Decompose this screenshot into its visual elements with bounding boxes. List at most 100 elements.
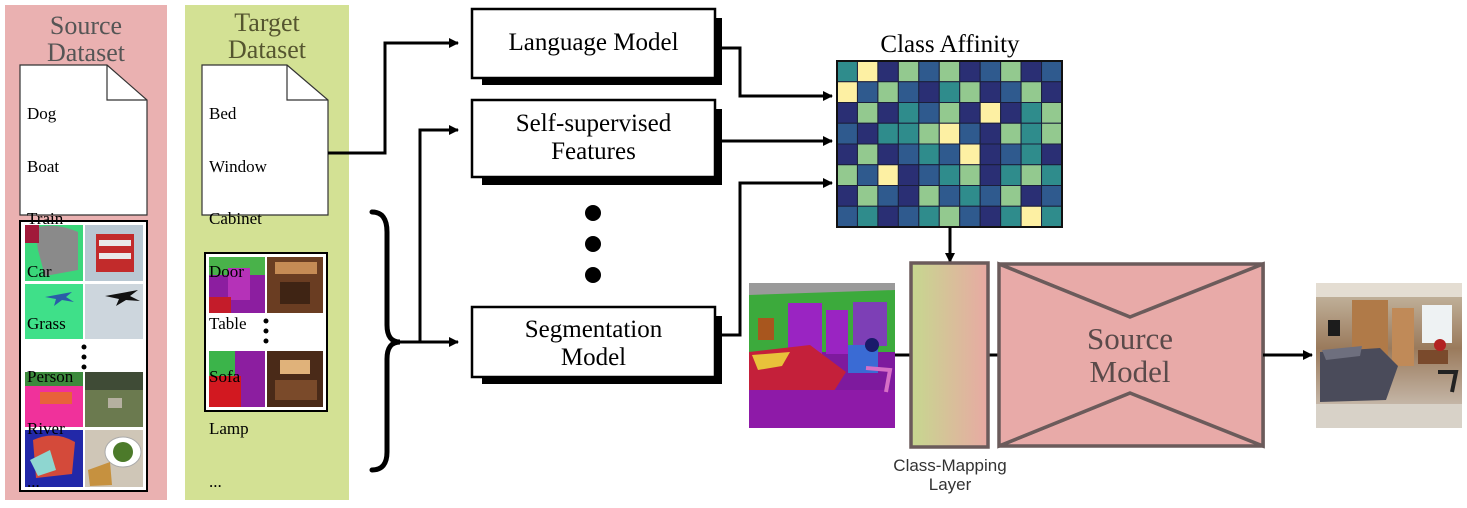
arrow-language-to-affinity <box>722 46 833 101</box>
affinity-cell <box>836 102 858 124</box>
segmentation-label: Segmentation Model <box>472 316 715 372</box>
ellipsis-dot <box>585 205 601 221</box>
affinity-cell <box>856 164 879 186</box>
affinity-cell <box>1000 102 1022 124</box>
affinity-cell <box>877 122 899 145</box>
affinity-cell <box>836 185 858 207</box>
segmentation-box <box>470 305 717 379</box>
affinity-cell <box>856 143 879 166</box>
affinity-cell <box>938 102 961 124</box>
affinity-cell <box>918 205 940 228</box>
affinity-cell <box>918 122 940 145</box>
source-class-item: Train <box>27 209 64 228</box>
affinity-cell <box>1041 185 1063 207</box>
affinity-cell <box>897 60 920 83</box>
affinity-cell <box>938 185 961 207</box>
affinity-cell <box>938 143 961 166</box>
affinity-cell <box>836 122 858 145</box>
class-affinity-matrix <box>836 60 1063 228</box>
target-class-item: Window <box>209 156 267 176</box>
source-class-item: Dog <box>27 104 57 123</box>
affinity-cell <box>877 102 899 124</box>
affinity-cell <box>1000 122 1022 145</box>
target-title-line: Dataset <box>228 35 306 64</box>
affinity-cell <box>959 143 981 166</box>
affinity-cell <box>959 102 981 124</box>
affinity-cell <box>877 205 899 228</box>
affinity-cell <box>877 81 899 103</box>
affinity-cell <box>1000 205 1022 228</box>
target-image-mosaic <box>204 252 328 412</box>
language-model-label-line: Language Model <box>508 29 679 56</box>
affinity-cell <box>897 122 920 145</box>
affinity-cell <box>1041 164 1063 186</box>
target-class-list-document <box>201 64 329 216</box>
affinity-cell <box>1000 60 1022 83</box>
affinity-cell <box>938 81 961 103</box>
source-class-list-document <box>19 64 148 216</box>
source-class-item: ... <box>27 471 40 491</box>
source-class-list: Dog Boat Train Car Grass Person River ..… <box>27 70 73 508</box>
source-class-item: River <box>27 419 65 438</box>
affinity-cell <box>836 143 858 166</box>
affinity-cell <box>836 205 858 228</box>
class-mapping-caption-line: Class-Mapping <box>893 456 1007 475</box>
class-mapping-caption-line: Layer <box>928 475 972 494</box>
affinity-cell <box>1041 81 1063 103</box>
affinity-cell <box>1020 164 1043 186</box>
affinity-cell <box>1020 143 1043 166</box>
affinity-cell <box>1041 205 1063 228</box>
target-class-item: Bed <box>209 104 237 123</box>
target-class-list: Bed Window Cabinet Door Table Sofa Lamp … <box>209 70 267 508</box>
segmentation-label-line: Model <box>560 344 627 371</box>
segmentation-output-image <box>749 283 895 428</box>
ellipsis-dot <box>585 267 601 283</box>
source-model-shape-outline <box>997 261 1265 449</box>
affinity-cell <box>1020 205 1043 228</box>
source-dataset-title: Source Dataset <box>5 12 167 66</box>
affinity-cell <box>877 164 899 186</box>
arrow-segmentation-to-affinity <box>722 178 833 337</box>
source-title-line: Dataset <box>47 38 125 67</box>
affinity-cell <box>979 143 1002 166</box>
affinity-cell <box>836 164 858 186</box>
affinity-cell <box>856 60 879 83</box>
source-class-item: Boat <box>27 156 60 176</box>
source-class-item: Person <box>27 366 74 386</box>
affinity-cell <box>1041 143 1063 166</box>
affinity-cell <box>1041 102 1063 124</box>
affinity-cell <box>1041 60 1063 83</box>
affinity-cell <box>856 102 879 124</box>
affinity-cell <box>979 102 1002 124</box>
affinity-cell <box>856 205 879 228</box>
output-bedroom-image <box>1316 283 1462 428</box>
target-title-line: Target <box>234 8 300 37</box>
affinity-cell <box>979 122 1002 145</box>
curly-brace <box>369 209 401 473</box>
affinity-cell <box>877 185 899 207</box>
affinity-cell <box>897 164 920 186</box>
self-supervised-label-line: Features <box>551 138 636 165</box>
target-class-item: Sofa <box>209 366 241 386</box>
affinity-cell <box>856 185 879 207</box>
ellipsis-dot <box>585 236 601 252</box>
affinity-cell <box>1000 81 1022 103</box>
affinity-cell <box>979 205 1002 228</box>
target-class-item: Table <box>209 314 247 333</box>
affinity-cell <box>938 164 961 186</box>
self-supervised-label: Self-supervised Features <box>472 110 715 166</box>
affinity-cell <box>1000 143 1022 166</box>
affinity-cell <box>836 81 858 103</box>
source-title-line: Source <box>49 11 123 40</box>
affinity-cell <box>959 185 981 207</box>
self-supervised-label-line: Self-supervised <box>515 110 672 137</box>
affinity-cell <box>938 60 961 83</box>
affinity-cell <box>1020 102 1043 124</box>
source-class-item: Grass <box>27 314 66 333</box>
affinity-cell <box>918 164 940 186</box>
affinity-cell <box>877 60 899 83</box>
target-class-item: Door <box>209 261 244 281</box>
affinity-cell <box>897 185 920 207</box>
affinity-cell <box>959 60 981 83</box>
